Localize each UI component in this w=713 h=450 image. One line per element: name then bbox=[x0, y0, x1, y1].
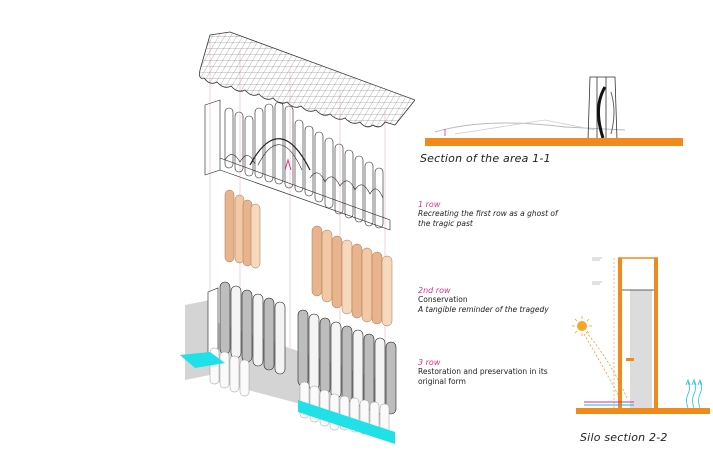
row-3-annotation: 3 row Restoration and preservation in it… bbox=[418, 358, 578, 387]
roof-grid bbox=[199, 31, 415, 128]
ghost-row-right bbox=[311, 225, 393, 327]
silo-ground-strip bbox=[576, 408, 710, 414]
row-3-title: 3 row bbox=[418, 358, 441, 367]
silo-section-drawing bbox=[572, 257, 710, 414]
row-3-line-2: original form bbox=[418, 377, 466, 386]
row-1-line-1: Recreating the first row as a ghost of bbox=[418, 209, 558, 218]
axonometric-diagram bbox=[180, 31, 415, 444]
heat-arrows-icon bbox=[685, 378, 703, 409]
ground-strip bbox=[425, 138, 683, 146]
row-1-annotation: 1 row Recreating the first row as a ghos… bbox=[418, 200, 578, 229]
row-1-title: 1 row bbox=[418, 200, 441, 209]
row-2-line-1: Conservation bbox=[418, 295, 468, 304]
silo-section-caption: Silo section 2-2 bbox=[580, 431, 668, 444]
row-2-annotation: 2nd row Conservation A tangible reminder… bbox=[418, 286, 578, 315]
sun-icon bbox=[572, 316, 592, 336]
cyan-base-left bbox=[180, 352, 225, 368]
section-area-caption: Section of the area 1-1 bbox=[420, 152, 551, 165]
ghost-row-left bbox=[224, 189, 261, 269]
cyan-base-right bbox=[298, 400, 395, 444]
area-section-drawing bbox=[425, 76, 683, 146]
row-2-line-2: A tangible reminder of the tragedy bbox=[418, 305, 549, 314]
row-3-line-1: Restoration and preservation in its bbox=[418, 367, 548, 376]
level-outline-structure bbox=[204, 99, 391, 231]
row-1-line-2: the tragic past bbox=[418, 219, 473, 228]
row-2-title: 2nd row bbox=[418, 286, 451, 295]
